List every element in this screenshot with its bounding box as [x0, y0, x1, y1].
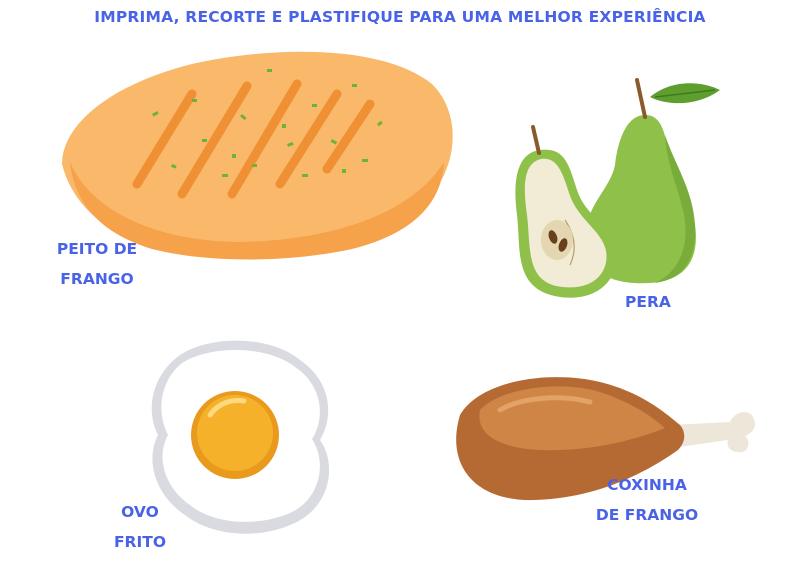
label-ovo-frito: OVO FRITO — [105, 497, 175, 557]
label-coxinha-de-frango: COXINHA DE FRANGO — [592, 470, 702, 530]
label-line: OVO — [121, 503, 159, 521]
label-peito-de-frango: PEITO DE FRANGO — [52, 234, 142, 294]
label-line: FRITO — [113, 533, 167, 551]
label-pera: PERA — [608, 287, 688, 317]
label-line: PERA — [625, 293, 671, 311]
fried-egg-icon — [151, 340, 330, 534]
label-line: DE FRANGO — [595, 506, 699, 524]
page-title: IMPRIMA, RECORTE E PLASTIFIQUE PARA UMA … — [94, 8, 706, 26]
pear-icon — [515, 78, 720, 298]
label-line: COXINHA — [607, 476, 687, 494]
label-line: FRANGO — [60, 270, 134, 288]
grilled-chicken-breast-icon — [62, 51, 453, 260]
chicken-drumstick-icon — [456, 377, 756, 501]
label-line: PEITO DE — [56, 240, 138, 258]
